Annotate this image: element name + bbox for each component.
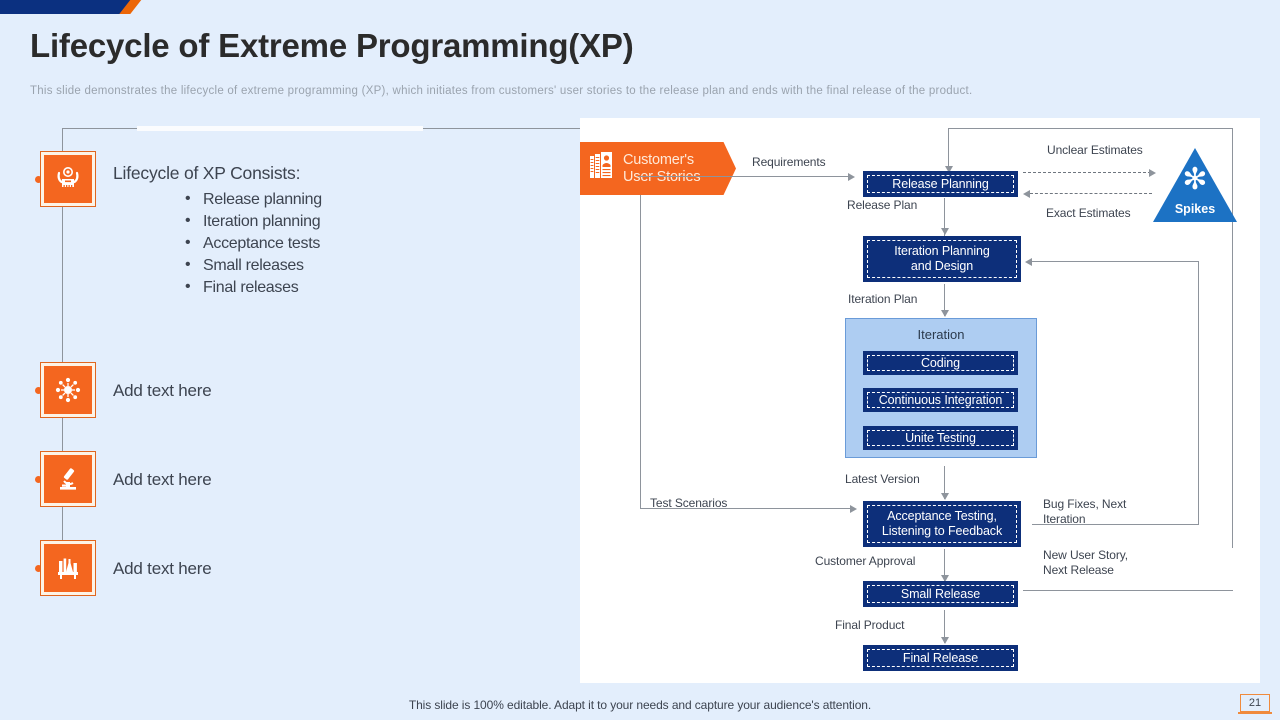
loop-top-edge	[948, 128, 1233, 129]
list-item: Acceptance tests	[185, 232, 322, 255]
node-spikes[interactable]: ✻ Spikes	[1153, 148, 1237, 222]
customer-user-stories-node[interactable]: Customer's User Stories	[580, 142, 736, 195]
edge-label-exact-estimates: Exact Estimates	[1046, 206, 1131, 220]
node-small-release[interactable]: Small Release	[863, 581, 1023, 612]
xp-lifecycle-diagram: Customer's User Stories Requirements Rel…	[580, 118, 1260, 683]
customer-stories-label: Customer's User Stories	[623, 151, 701, 186]
arrow-unclear-estimates	[1149, 169, 1156, 177]
loop-right-edge	[1232, 128, 1233, 548]
cs-line1: Customer's	[623, 151, 694, 168]
edge-final-product	[944, 610, 945, 643]
lab-bench-icon	[40, 540, 96, 596]
lifecycle-bullet-list: Release planning Iteration planning Acce…	[185, 188, 322, 299]
edge-latest-version	[944, 466, 945, 499]
rail-bullet-dot	[35, 387, 42, 394]
page-number-value: 21	[1240, 694, 1270, 712]
node-final-release[interactable]: Final Release	[863, 645, 1023, 676]
arrow-release-plan	[941, 228, 949, 235]
rail-bullet-dot	[35, 176, 42, 183]
ip-line1: Iteration Planning	[894, 244, 990, 258]
edge-label-unclear-estimates: Unclear Estimates	[1047, 143, 1143, 157]
edge-requirements	[638, 176, 850, 177]
edge-unclear-estimates	[1023, 172, 1151, 173]
sidebar-item-label: Lifecycle of XP Consists:	[113, 163, 301, 183]
sidebar-item-label: Add text here	[113, 381, 212, 400]
edge-label-latest-version: Latest Version	[845, 472, 920, 486]
list-item: Iteration planning	[185, 210, 322, 233]
at-line1: Acceptance Testing,	[887, 509, 997, 523]
node-acceptance-testing[interactable]: Acceptance Testing, Listening to Feedbac…	[863, 501, 1026, 552]
iteration-group-label: Iteration	[917, 327, 965, 342]
edge-exact-estimates	[1030, 193, 1152, 194]
edge-label-customer-approval: Customer Approval	[815, 554, 916, 568]
sidebar-item-label: Add text here	[113, 559, 212, 578]
ip-line2: and Design	[910, 259, 974, 273]
arrow-into-release-planning	[945, 166, 953, 173]
node-unite-testing[interactable]: Unite Testing	[863, 426, 1023, 455]
at-line2: Listening to Feedback	[881, 524, 1003, 538]
edge-label-requirements: Requirements	[752, 155, 826, 169]
spikes-label: Spikes	[1174, 202, 1216, 216]
list-item: Small releases	[185, 254, 322, 277]
page-number-badge: 21	[1238, 694, 1272, 716]
newstory-loop-bottom-edge	[1023, 590, 1233, 591]
arrow-final-product	[941, 637, 949, 644]
microscope-icon	[40, 451, 96, 507]
edge-release-plan	[944, 198, 945, 236]
edge-label-final-product: Final Product	[835, 618, 905, 632]
sidebar-item-4[interactable]: Add text here	[35, 540, 560, 598]
bugfix-loop-top-edge	[1032, 261, 1199, 262]
edge-iteration-plan	[944, 284, 945, 316]
edge-label-new-user-story: New User Story, Next Release	[1043, 548, 1128, 577]
network-hub-icon	[40, 362, 96, 418]
sidebar-item-lifecycle[interactable]: Lifecycle of XP Consists: Release planni…	[35, 151, 560, 298]
edge-test-scenarios-horizontal	[640, 508, 852, 509]
decorative-ribbon	[0, 0, 150, 14]
node-iteration-planning[interactable]: Iteration Planning and Design	[863, 236, 1026, 287]
list-item: Release planning	[185, 188, 322, 211]
arrow-test-scenarios	[850, 505, 857, 513]
footer-note: This slide is 100% editable. Adapt it to…	[408, 698, 872, 712]
sidebar-item-3[interactable]: Add text here	[35, 451, 560, 509]
rail-bullet-dot	[35, 476, 42, 483]
sidebar-item-label: Add text here	[113, 470, 212, 489]
arrow-customer-approval	[941, 575, 949, 582]
node-release-planning[interactable]: Release Planning	[863, 171, 1023, 202]
page-subtitle: This slide demonstrates the lifecycle of…	[30, 85, 973, 97]
arrow-requirements	[848, 173, 855, 181]
arrow-iteration-plan	[941, 310, 949, 317]
edge-label-test-scenarios: Test Scenarios	[650, 496, 728, 510]
rail-top-divider-gap	[137, 126, 423, 131]
rail-bullet-dot	[35, 565, 42, 572]
asterisk-icon: ✻	[1182, 163, 1208, 196]
edge-label-bug-fixes: Bug Fixes, Next Iteration	[1043, 497, 1127, 526]
laptop-base-icon	[1238, 712, 1272, 714]
arrow-latest-version	[941, 493, 949, 500]
bugfix-loop-right-edge	[1198, 261, 1199, 524]
rail-vertical-connector	[62, 128, 63, 568]
list-item: Final releases	[185, 276, 322, 299]
ribbon-navy-stripe	[0, 0, 136, 14]
edge-label-iteration-plan: Iteration Plan	[848, 292, 918, 306]
node-coding[interactable]: Coding	[863, 351, 1023, 380]
arrow-bugfix-into-iteration-planning	[1025, 258, 1032, 266]
edge-test-scenarios-vertical	[640, 195, 641, 508]
edge-label-release-plan: Release Plan	[847, 198, 918, 212]
edge-customer-approval	[944, 549, 945, 581]
robot-icon	[40, 151, 96, 207]
books-icon	[589, 151, 615, 186]
bugfix-loop-bottom-edge	[1032, 524, 1199, 525]
loop-down-into-release-planning	[948, 128, 949, 168]
arrow-exact-estimates	[1023, 190, 1030, 198]
page-title: Lifecycle of Extreme Programming(XP)	[30, 27, 634, 64]
sidebar-item-2[interactable]: Add text here	[35, 362, 560, 420]
node-continuous-integration[interactable]: Continuous Integration	[863, 388, 1023, 417]
